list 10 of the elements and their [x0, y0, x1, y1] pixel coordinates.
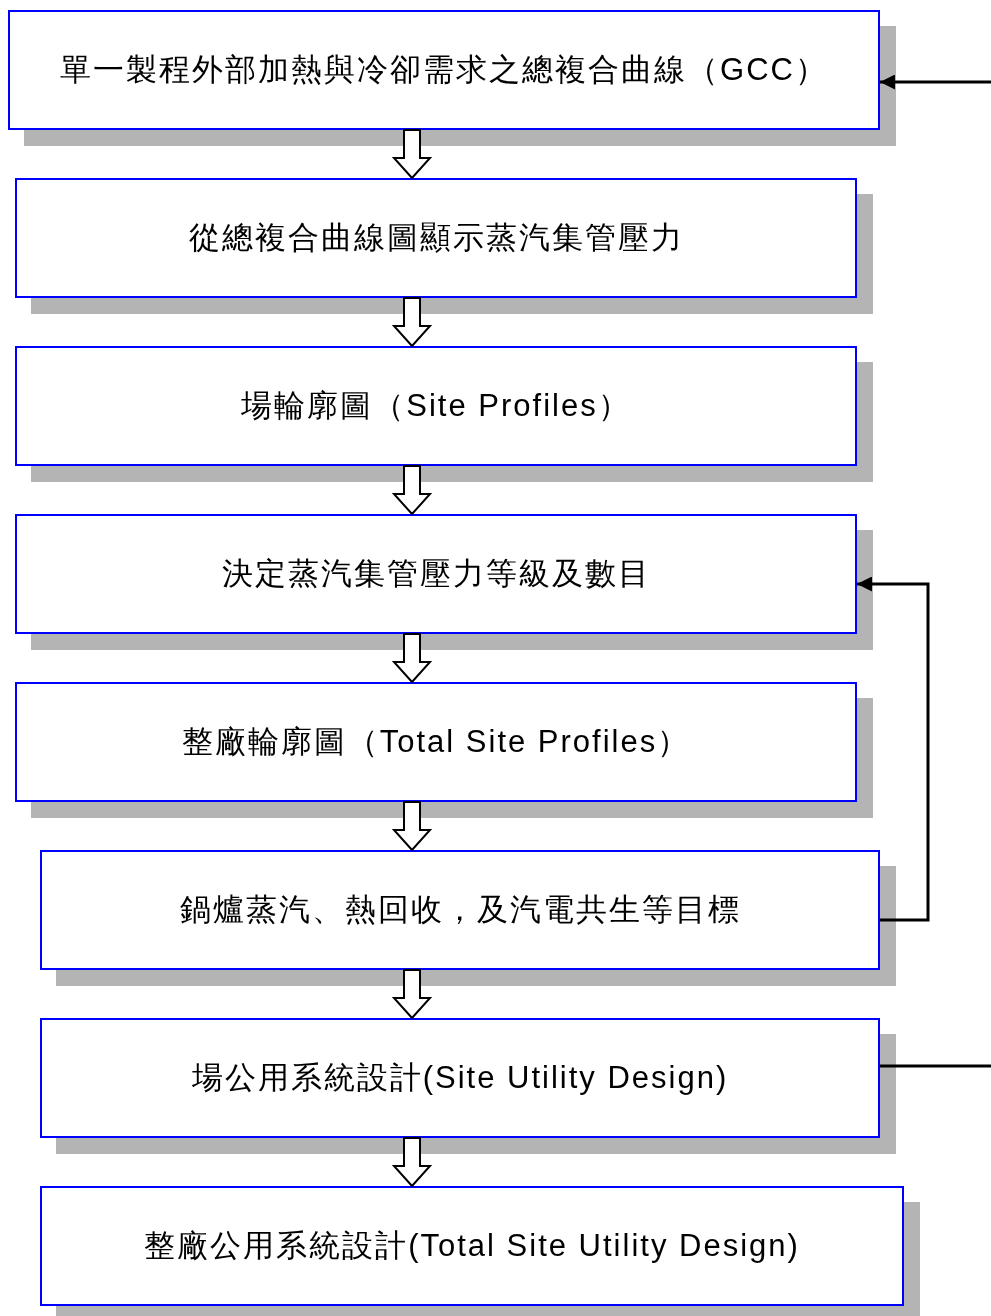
- block-arrow: [391, 297, 433, 348]
- block-arrow: [391, 465, 433, 516]
- connector-line: [880, 1064, 991, 1068]
- arrow: [857, 576, 930, 922]
- block-arrow: [391, 129, 433, 180]
- block-arrow: [391, 969, 433, 1020]
- arrow: [880, 74, 991, 90]
- block-arrow: [391, 801, 433, 852]
- block-arrow: [391, 633, 433, 684]
- block-arrow: [391, 1137, 433, 1188]
